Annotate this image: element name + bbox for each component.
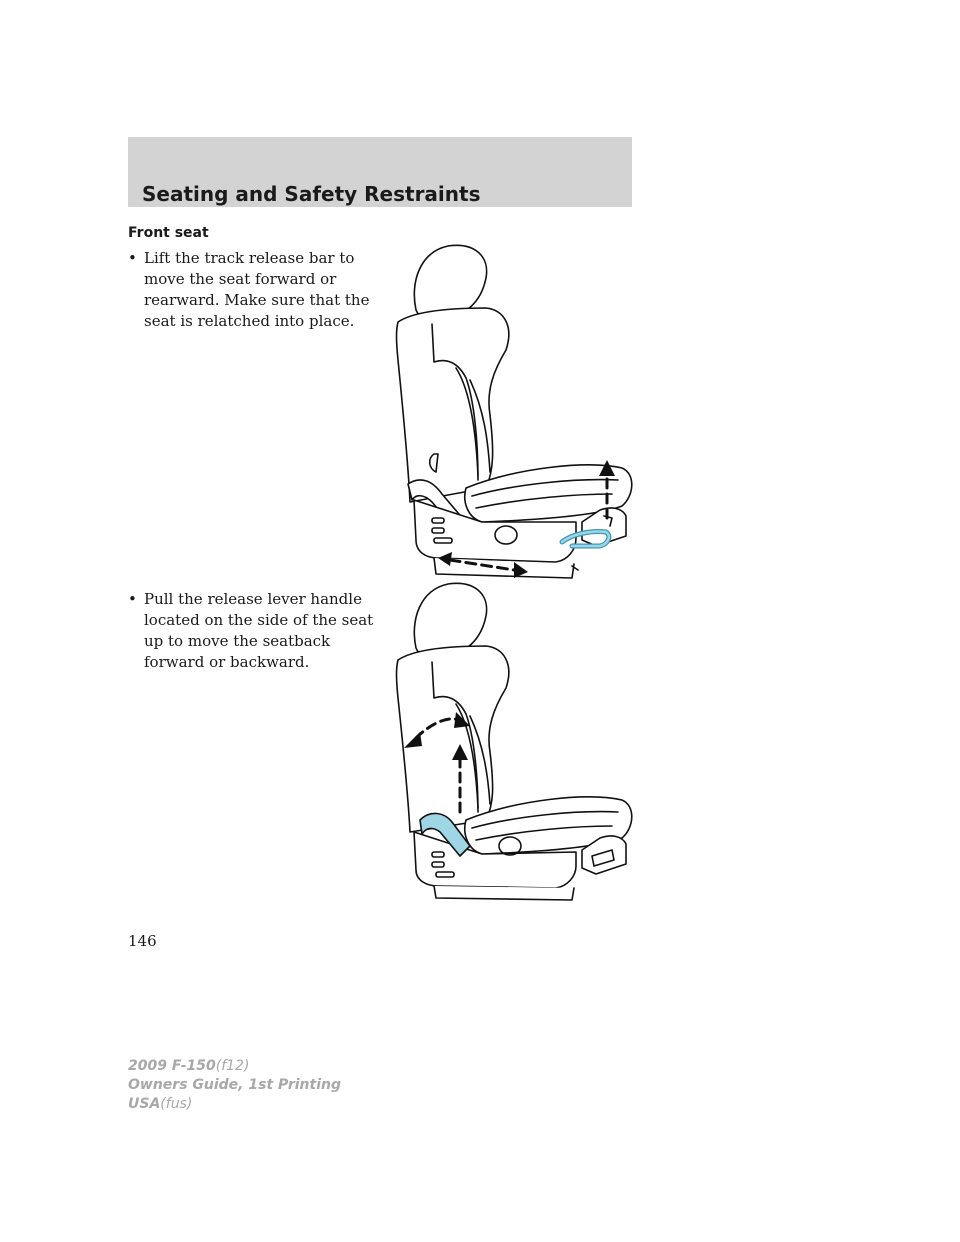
bullet-marker: • xyxy=(128,590,137,608)
bullet-recline-lever: • Pull the release lever handle located … xyxy=(128,589,390,673)
page-number: 146 xyxy=(128,932,157,950)
footer-model-code: (f12) xyxy=(215,1058,250,1074)
footer-market-code: (fus) xyxy=(160,1096,193,1112)
bullet-text: Pull the release lever handle located on… xyxy=(144,590,374,671)
header-band xyxy=(128,137,632,207)
footer-print-info: 2009 F-150(f12) Owners Guide, 1st Printi… xyxy=(128,1057,341,1114)
footer-market: USA xyxy=(128,1096,161,1112)
footer-model: 2009 F-150 xyxy=(128,1058,216,1074)
bullet-track-release: • Lift the track release bar to move the… xyxy=(128,248,390,332)
subheading-front-seat: Front seat xyxy=(128,225,209,241)
bullet-text: Lift the track release bar to move the s… xyxy=(144,249,370,330)
footer-line-3: USA(fus) xyxy=(128,1095,341,1114)
footer-line-1: 2009 F-150(f12) xyxy=(128,1057,341,1076)
footer-line-2: Owners Guide, 1st Printing xyxy=(128,1077,341,1093)
bullet-marker: • xyxy=(128,249,137,267)
seat-track-release-illustration xyxy=(395,244,633,579)
seat-recline-lever-illustration xyxy=(395,582,633,901)
section-title: Seating and Safety Restraints xyxy=(142,182,481,206)
